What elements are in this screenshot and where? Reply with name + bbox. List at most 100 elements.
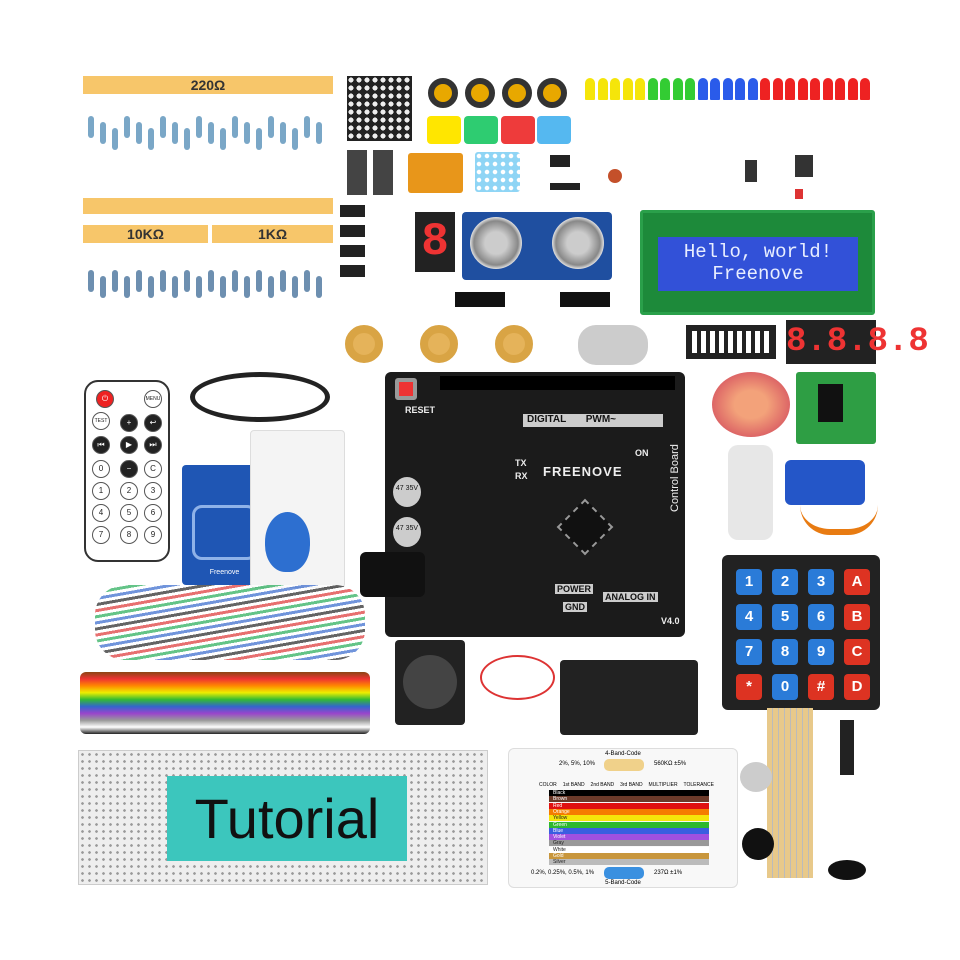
remote-key[interactable]: 1 <box>92 482 110 500</box>
board-brand: FREENOVE <box>543 464 623 479</box>
resistor <box>220 276 226 298</box>
push-button <box>502 78 532 108</box>
keypad-key[interactable]: 4 <box>736 604 762 630</box>
remote-key[interactable]: TEST <box>92 412 110 430</box>
led <box>585 78 595 100</box>
led <box>835 78 845 100</box>
stepper-driver <box>796 372 876 444</box>
keypad-key[interactable]: 8 <box>772 639 798 665</box>
remote-key[interactable]: ⏭ <box>144 436 162 454</box>
resistor <box>148 128 154 150</box>
resistor <box>160 270 166 292</box>
keypad-key[interactable]: 2 <box>772 569 798 595</box>
remote-key[interactable]: ⏻ <box>96 390 114 408</box>
card-header-cell: 1st BAND <box>562 782 585 788</box>
stepper-motor <box>712 372 790 437</box>
keypad-key[interactable]: 1 <box>736 569 762 595</box>
remote-key[interactable]: 2 <box>120 482 138 500</box>
battery-wire <box>480 655 555 700</box>
remote-key[interactable]: 9 <box>144 526 162 544</box>
keypad-key[interactable]: 5 <box>772 604 798 630</box>
remote-key[interactable]: − <box>120 460 138 478</box>
resistor-4band <box>604 759 644 771</box>
resistor-5band <box>604 867 644 879</box>
remote-key[interactable]: 0 <box>92 460 110 478</box>
remote-key[interactable]: ↩ <box>144 414 162 432</box>
card-header-cell: MULTIPLIER <box>648 782 678 788</box>
led <box>672 78 683 100</box>
lcd-line-1: Hello, world! <box>683 241 833 263</box>
resistor <box>208 122 214 144</box>
capacitor: 47 35V <box>393 517 421 547</box>
dc-motor <box>578 325 648 365</box>
color-row: Brown <box>549 796 709 803</box>
resistor <box>232 270 238 292</box>
keypad-key[interactable]: 3 <box>808 569 834 595</box>
resistor <box>184 128 190 150</box>
reset-button[interactable] <box>395 378 417 400</box>
resistor <box>196 116 202 138</box>
remote-key[interactable]: 7 <box>92 526 110 544</box>
potentiometer <box>495 325 533 363</box>
led <box>797 78 808 100</box>
resistor <box>280 270 286 292</box>
resistor <box>100 276 106 298</box>
lcd-module: Hello, world! Freenove <box>640 210 875 315</box>
rfid-keyfob <box>265 512 310 572</box>
keypad-key[interactable]: D <box>844 674 870 700</box>
bottom-title: 5-Band-Code <box>605 880 641 886</box>
remote-key[interactable]: 5 <box>120 504 138 522</box>
keypad-key[interactable]: 6 <box>808 604 834 630</box>
rfid-antenna <box>192 505 257 560</box>
led <box>647 78 658 100</box>
resistors-220 <box>88 96 328 196</box>
led-matrix <box>347 76 412 141</box>
remote-key[interactable]: + <box>120 414 138 432</box>
remote-key[interactable]: 4 <box>92 504 110 522</box>
reset-label: RESET <box>405 405 436 415</box>
resistor <box>316 122 322 144</box>
resistor <box>304 270 310 292</box>
remote-key[interactable]: 8 <box>120 526 138 544</box>
keypad-key[interactable]: 9 <box>808 639 834 665</box>
button-cap-red <box>501 116 535 144</box>
color-row: Yellow <box>549 815 709 822</box>
resistor <box>148 276 154 298</box>
resistor <box>208 270 214 292</box>
top-left: 2%, 5%, 10% <box>559 761 596 767</box>
resistor <box>292 276 298 298</box>
keypad-key[interactable]: # <box>808 674 834 700</box>
remote-key[interactable]: ▶ <box>120 436 138 454</box>
tutorial-label: Tutorial <box>167 776 407 861</box>
keypad-key[interactable]: C <box>844 639 870 665</box>
servo-wire <box>800 505 878 535</box>
keypad-ribbon <box>767 708 813 878</box>
resistor <box>112 128 118 150</box>
resistor <box>100 122 106 144</box>
resistor-strip-10k: 10KΩ <box>83 225 208 243</box>
keypad-key[interactable]: 0 <box>772 674 798 700</box>
led <box>785 78 795 100</box>
resistor <box>280 122 286 144</box>
remote-key[interactable]: MENU <box>144 390 162 408</box>
battery-holder <box>560 660 698 735</box>
remote-key[interactable]: 6 <box>144 504 162 522</box>
keypad-key[interactable]: B <box>844 604 870 630</box>
color-row: Blue <box>549 827 709 834</box>
remote-key[interactable]: C <box>144 460 162 478</box>
button-cap-green <box>464 116 498 144</box>
keypad-key[interactable]: * <box>736 674 762 700</box>
color-row: Violet <box>549 834 709 841</box>
lcd-line-2: Freenove <box>712 263 804 285</box>
keypad-key[interactable]: 7 <box>736 639 762 665</box>
digital-header <box>440 376 675 390</box>
remote-key[interactable]: 3 <box>144 482 162 500</box>
push-button <box>428 78 458 108</box>
push-button <box>465 78 495 108</box>
color-row: Gold <box>549 853 709 859</box>
potentiometer <box>420 325 458 363</box>
keypad-key[interactable]: A <box>844 569 870 595</box>
remote-key[interactable]: ⏮ <box>92 436 110 454</box>
